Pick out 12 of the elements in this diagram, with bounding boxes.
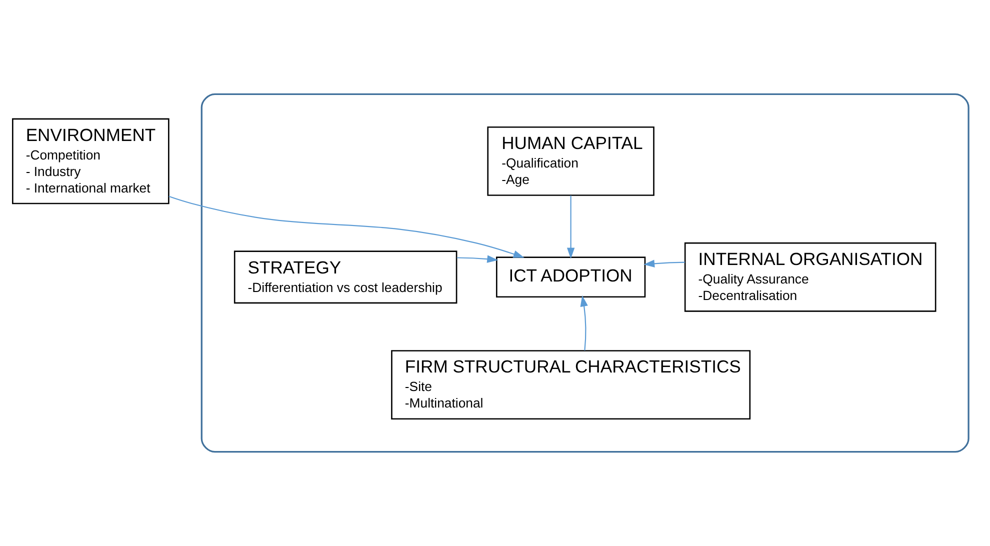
node-box: ENVIRONMENT -Competition - Industry - International market	[12, 118, 170, 204]
node-box: INTERNAL ORGANISATION -Quality Assurance -Decentralisation	[684, 242, 936, 312]
node-box: FIRM STRUCTURAL CHARACTERISTICS -Site -Multinational	[391, 350, 751, 420]
arrow	[580, 295, 588, 351]
cluster	[200, 93, 970, 453]
arrow	[566, 196, 575, 259]
node-box: HUMAN CAPITAL -Qualification -Age	[487, 126, 654, 196]
arrow	[644, 260, 685, 268]
arrow	[456, 255, 498, 263]
arrow	[168, 196, 524, 258]
node-box: ICT ADOPTION	[496, 256, 646, 298]
node-box: STRATEGY -Differentiation vs cost leadership	[234, 250, 458, 304]
